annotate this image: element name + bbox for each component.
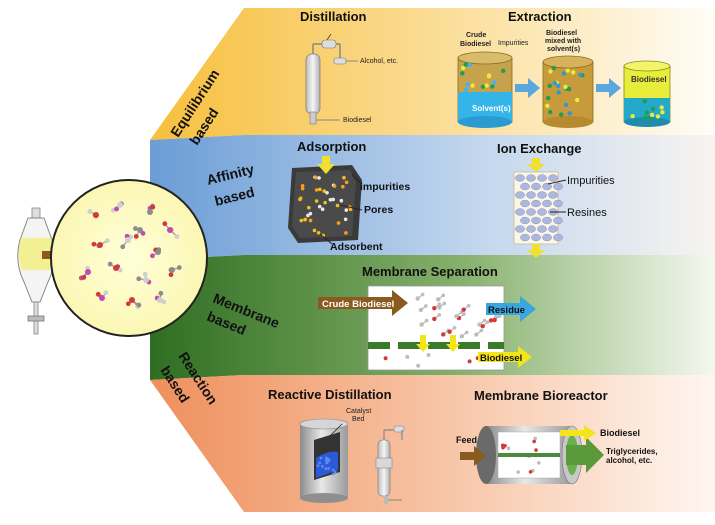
distillation-alcohol-label: Alcohol, etc. (360, 58, 398, 65)
extraction-mixed-label-2: mixed with (545, 38, 581, 45)
molecule-circle (50, 179, 208, 337)
reactive-catalyst-label-1: Catalyst (346, 408, 371, 415)
membrane-crude-label: Crude Biodiesel (322, 299, 394, 310)
adsorption-pores-label: Pores (364, 204, 393, 216)
distillation-biodiesel-label: Biodiesel (343, 117, 372, 124)
reaction-band (150, 375, 715, 512)
ion-exchange-title: Ion Exchange (497, 141, 582, 156)
adsorption-impurities-label: impurities (360, 181, 410, 193)
adsorption-inflow-arrow-icon (317, 156, 335, 174)
membrane-residue-arrow (486, 296, 536, 322)
membrane-permeate-arrows-icon (416, 335, 460, 352)
extraction-beaker-crude (457, 51, 513, 128)
distillation-title: Distillation (300, 9, 367, 24)
bioreactor-feed-arrow (460, 446, 486, 466)
membrane-separation-title: Membrane Separation (362, 264, 498, 279)
adsorbent-block-icon (288, 165, 362, 243)
bioreactor-biodiesel-label: Biodiesel (600, 428, 640, 438)
reactive-distillation-title: Reactive Distillation (268, 387, 392, 402)
membrane-bioreactor-title: Membrane Bioreactor (474, 388, 608, 403)
reactive-column-icon (375, 425, 405, 504)
membrane-biodiesel-label: Biodiesel (480, 353, 522, 364)
extraction-title: Extraction (508, 9, 572, 24)
bioreactor-feed-label: Feed (456, 435, 477, 445)
ion-exchange-outflow-arrow-icon (527, 244, 545, 258)
extraction-crude-label: Crude (466, 32, 486, 39)
extraction-solvent-label: Solvent(s) (472, 104, 511, 113)
distillation-column-icon (305, 33, 358, 125)
ion-exchange-resines-label: Resines (567, 207, 607, 219)
bioreactor-triglycerides-label-2: alcohol, etc. (606, 456, 652, 465)
reactive-catalyst-label-2: Bed (352, 416, 365, 423)
membrane-barrier-icon (368, 342, 504, 349)
separatory-funnel-icon (17, 207, 55, 335)
bioreactor-yellow-outflow-arrow (560, 425, 596, 441)
adsorption-title: Adsorption (297, 139, 366, 154)
extraction-beaker-mixed (542, 55, 594, 128)
membrane-biodiesel-arrow (478, 346, 532, 368)
molecule-cluster-icon (78, 201, 182, 309)
extraction-impurities-label: Impurities (498, 40, 529, 47)
membrane-molecules-icon (383, 292, 502, 368)
extraction-beaker-biodiesel (623, 60, 671, 127)
extraction-arrow-2-icon (596, 78, 621, 98)
extraction-crude-label-2: Biodiesel (460, 41, 491, 48)
extraction-mixed-label-3: solvent(s) (547, 46, 580, 53)
extraction-biodiesel-label: Biodiesel (631, 75, 667, 84)
bioreactor-triglycerides-label-1: Triglycerides, (606, 447, 658, 456)
ion-exchange-column-icon (513, 171, 563, 245)
ion-exchange-inflow-arrow-icon (527, 158, 545, 172)
membrane-crude-arrow (318, 290, 408, 316)
membrane-residue-label: Residue (488, 305, 525, 316)
catalyst-cylinder-icon (299, 418, 349, 503)
extraction-mixed-label-1: Biodiesel (546, 30, 577, 37)
ion-exchange-impurities-label: Impurities (567, 175, 615, 187)
bioreactor-green-outflow-arrow (566, 437, 604, 473)
adsorption-adsorbent-label: Adsorbent (330, 241, 383, 253)
extraction-arrow-1-icon (515, 78, 540, 98)
